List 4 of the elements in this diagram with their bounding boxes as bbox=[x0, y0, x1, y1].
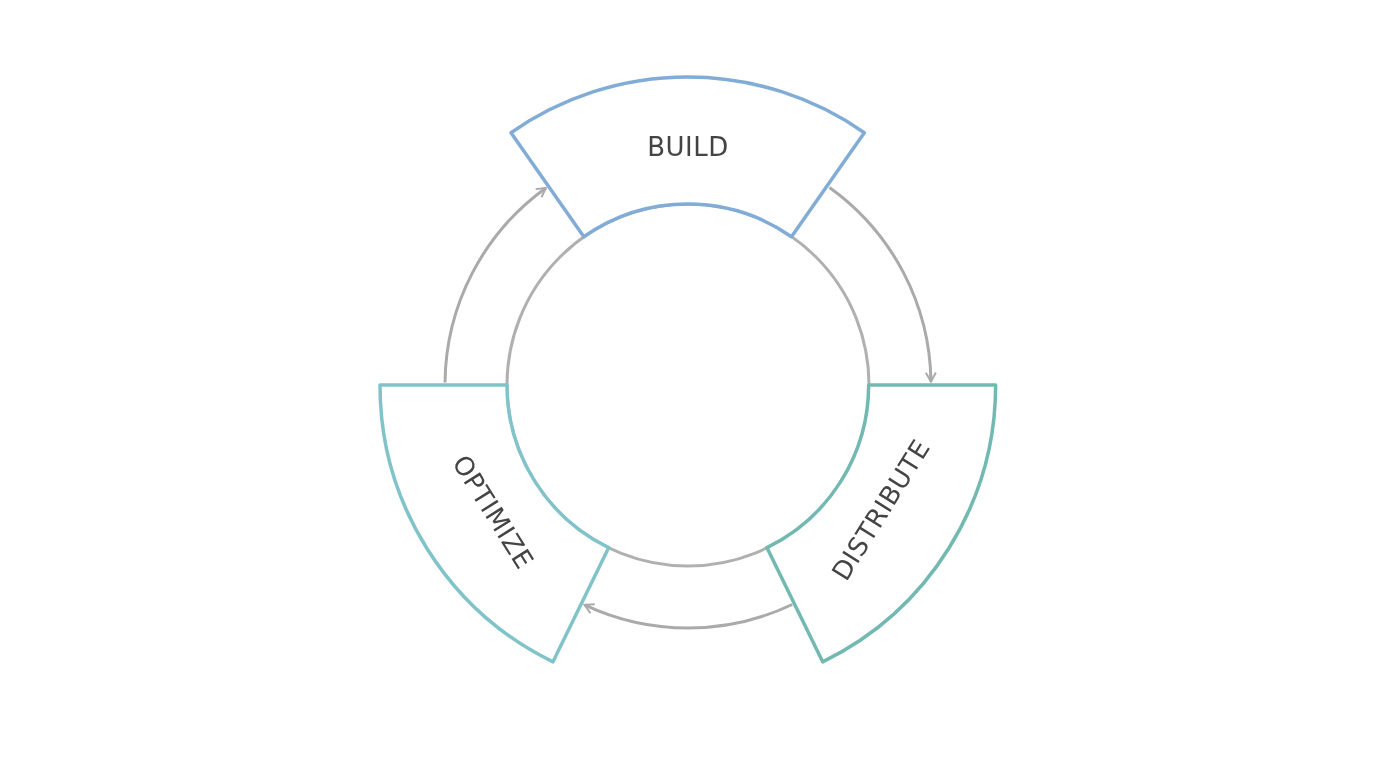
curved-arrow bbox=[583, 602, 793, 630]
curved-arrow bbox=[828, 186, 937, 383]
curved-arrow bbox=[443, 186, 547, 383]
segment-label: BUILD bbox=[647, 132, 729, 162]
